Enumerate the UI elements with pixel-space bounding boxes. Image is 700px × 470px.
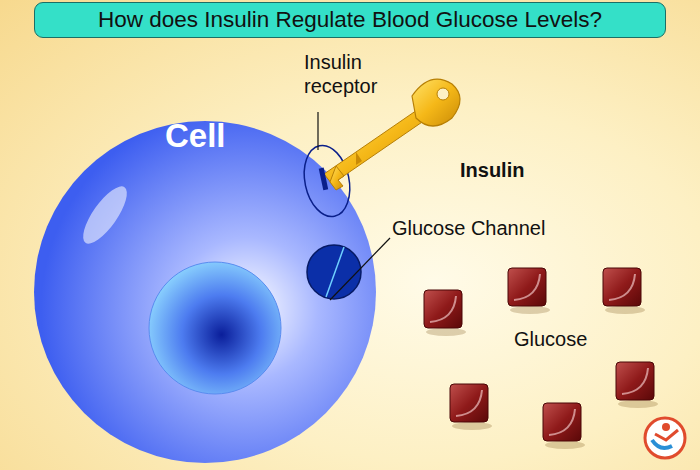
leader-line bbox=[330, 238, 390, 300]
glucose-molecule bbox=[616, 362, 654, 400]
glucose-channel bbox=[307, 245, 361, 299]
glucose-molecule bbox=[508, 268, 546, 306]
receptor-outline bbox=[298, 141, 356, 221]
glucose-molecule bbox=[603, 268, 641, 306]
logo bbox=[645, 418, 685, 458]
cell-label: Cell bbox=[165, 117, 226, 155]
glucose-label: Glucose bbox=[514, 327, 587, 351]
title-banner: How does Insulin Regulate Blood Glucose … bbox=[34, 2, 666, 38]
title: How does Insulin Regulate Blood Glucose … bbox=[98, 7, 602, 33]
receptor-label: Insulin receptor bbox=[304, 50, 408, 99]
glucose-molecule bbox=[543, 403, 581, 441]
cell-outline bbox=[33, 120, 377, 464]
glucose-molecule bbox=[450, 384, 488, 422]
channel-label: Glucose Channel bbox=[392, 216, 545, 240]
insulin-label: Insulin bbox=[460, 158, 524, 182]
cell: Cell bbox=[33, 120, 377, 464]
leader-line bbox=[317, 112, 318, 150]
glucose-molecule bbox=[424, 290, 462, 328]
